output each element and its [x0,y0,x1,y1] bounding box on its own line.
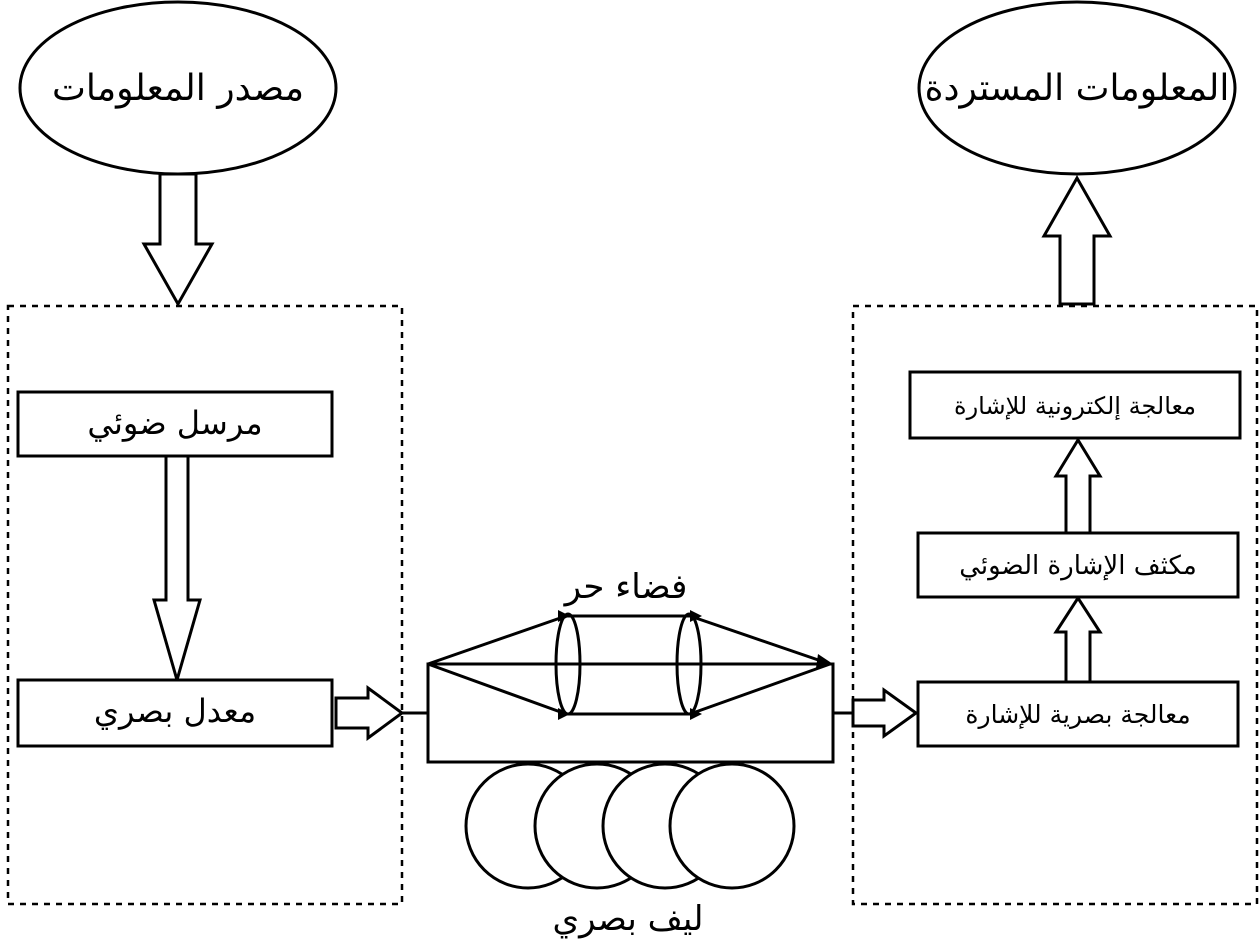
receiver-right-arrow [851,687,919,739]
detector-box [916,531,1240,599]
modulator-right-arrow [334,685,405,741]
fiber-label: ليف بصري [553,899,704,939]
beam-lower-in [427,662,567,716]
beam-lower-in-arrowhead [558,708,570,720]
fiber-coil-4 [668,762,796,890]
detector-label: مكثف الإشارة الضوئي [959,551,1197,581]
recovered-ellipse [917,0,1237,176]
detector-up-arrow [1053,437,1103,535]
source-down-arrow [141,172,215,308]
modulator-label: معدل بصري [94,692,256,730]
recovered-up-arrow [1041,174,1113,306]
optical-processing-label: معالجة بصرية للإشارة [965,700,1190,729]
transmitter-box [16,390,334,458]
source-label: مصدر المعلومات [52,68,304,109]
beam-lower-out [689,662,831,716]
electronic-processing-box [908,370,1242,440]
optical-up-arrow [1053,595,1103,684]
recovered-label: المعلومات المستردة [925,68,1230,109]
lens-left [554,612,582,716]
lens-right [675,612,703,716]
transmitter-down-arrow [152,454,202,686]
beam-upper-in [427,614,567,666]
optical-processing-box [916,680,1240,748]
receiver-group [851,304,1259,906]
transmitter-label: مرسل ضوئي [87,404,262,442]
beam-upper-out [689,614,831,666]
electronic-processing-label: معالجة إلكترونية للإشارة [954,392,1196,421]
transmitter-group [6,304,404,906]
beam-focus-arrowhead [816,654,833,668]
free-space-label: فضاء حر [563,567,688,607]
modulator-box [16,678,334,748]
